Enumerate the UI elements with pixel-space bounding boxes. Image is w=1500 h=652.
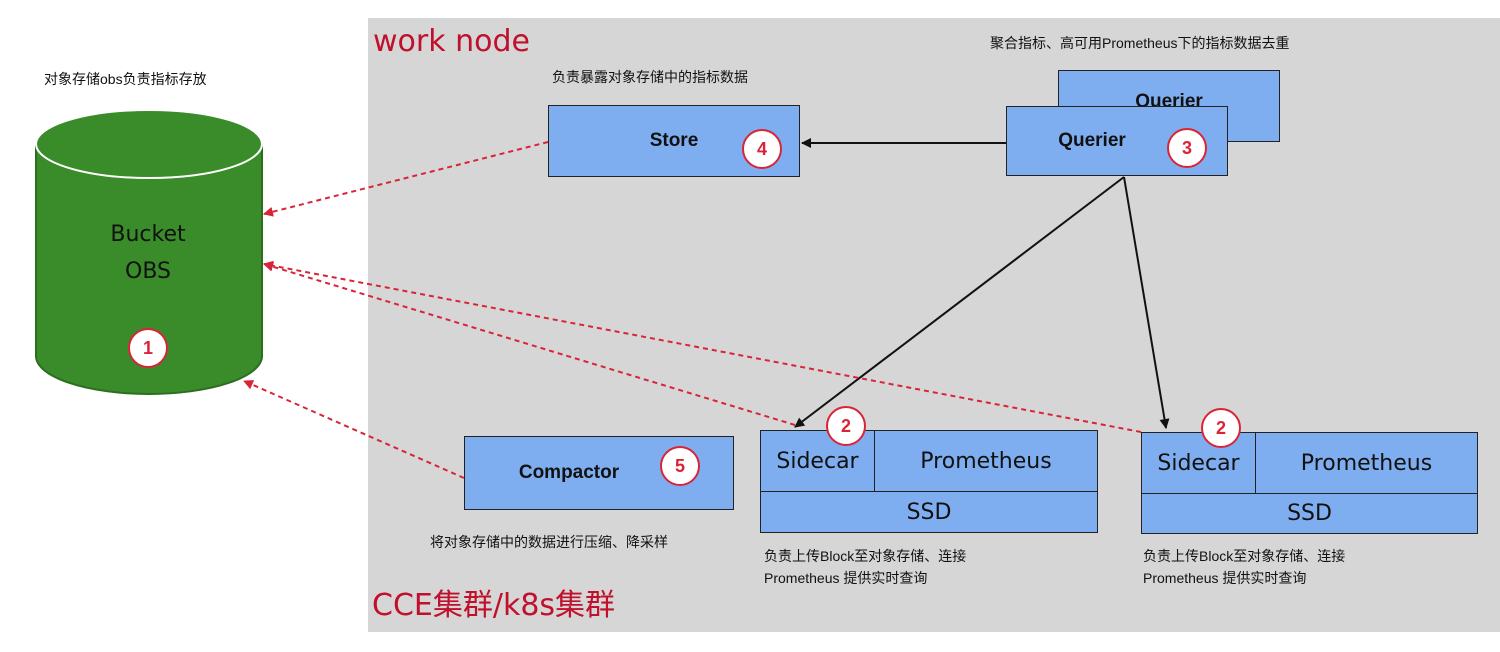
ssd-cell-1: SSD xyxy=(760,491,1098,533)
store-label: Store xyxy=(649,130,699,151)
badge-4: 4 xyxy=(742,129,782,169)
prom-caption-1-line2: Prometheus 提供实时查询 xyxy=(764,570,928,586)
badge-2-second: 2 xyxy=(1201,408,1241,448)
work-node-title: work node xyxy=(373,24,531,59)
prometheus-cell-1: Prometheus xyxy=(874,430,1098,492)
prometheus-cell-2: Prometheus xyxy=(1255,432,1478,494)
cluster-title: CCE集群/k8s集群 xyxy=(372,588,616,623)
bucket-caption: 对象存储obs负责指标存放 xyxy=(44,71,207,87)
bucket-cylinder xyxy=(35,109,263,395)
badge-2-first: 2 xyxy=(826,406,866,446)
arrow-sidecar1-to-bucket xyxy=(263,261,796,426)
sidecar-cell-2: Sidecar xyxy=(1141,432,1256,494)
arrow-querier-to-sidecar-2 xyxy=(1123,176,1170,429)
compactor-label: Compactor xyxy=(518,462,620,483)
arrow-sidecar2-to-bucket xyxy=(263,260,1142,433)
arrow-store-to-bucket xyxy=(263,141,549,217)
compactor-caption: 将对象存储中的数据进行压缩、降采样 xyxy=(430,534,668,550)
prom-caption-1-line1: 负责上传Block至对象存储、连接 xyxy=(764,548,967,564)
bucket-label-line2: OBS xyxy=(125,259,171,284)
bucket-label-line1: Bucket xyxy=(110,222,186,247)
ssd-cell-2: SSD xyxy=(1141,493,1478,534)
prom-caption-2-line2: Prometheus 提供实时查询 xyxy=(1143,570,1307,586)
badge-5: 5 xyxy=(660,446,700,486)
prom-caption-2-line1: 负责上传Block至对象存储、连接 xyxy=(1143,548,1346,564)
querier-label: Querier xyxy=(1058,130,1126,151)
badge-3: 3 xyxy=(1167,128,1207,168)
arrow-querier-to-sidecar-1 xyxy=(794,176,1125,428)
arrow-compactor-to-bucket xyxy=(243,380,465,479)
querier-caption: 聚合指标、高可用Prometheus下的指标数据去重 xyxy=(990,35,1290,51)
badge-1: 1 xyxy=(128,328,168,368)
store-caption: 负责暴露对象存储中的指标数据 xyxy=(552,69,748,85)
